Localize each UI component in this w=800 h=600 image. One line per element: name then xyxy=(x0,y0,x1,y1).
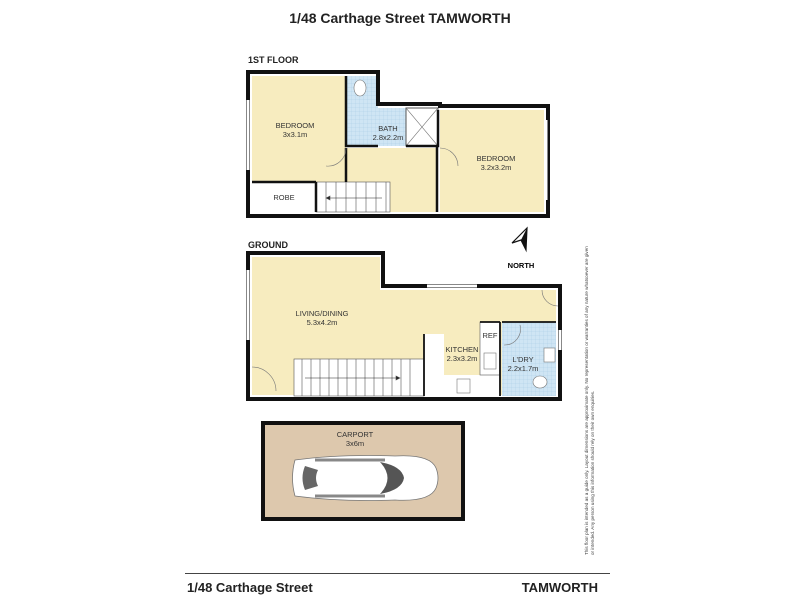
sink-icon xyxy=(456,378,471,394)
room-name: ROBE xyxy=(273,193,294,202)
bedroom-1 xyxy=(252,76,346,182)
tub-icon xyxy=(543,347,556,363)
car-icon xyxy=(292,455,439,501)
room-name: KITCHEN xyxy=(446,345,479,354)
north-label: NORTH xyxy=(508,261,535,270)
room-size: 3x3.1m xyxy=(283,130,308,139)
room-size: 2.2x1.7m xyxy=(508,364,539,373)
toilet-icon xyxy=(532,375,548,389)
disclaimer: This floor plan is intended as a guide o… xyxy=(584,246,595,555)
room-name: LIVING/DINING xyxy=(296,309,349,318)
ground-floor-label: GROUND xyxy=(248,240,288,250)
room-name: REF xyxy=(483,331,498,340)
room-name: BEDROOM xyxy=(477,154,516,163)
room-size: 2.3x3.2m xyxy=(447,354,478,363)
toilet-icon xyxy=(353,79,367,97)
room-name: BEDROOM xyxy=(276,121,315,130)
footer-divider xyxy=(185,573,610,574)
robe xyxy=(252,184,316,212)
first-floor-label: 1ST FLOOR xyxy=(248,55,299,65)
bath xyxy=(378,108,406,146)
room-size: 3.2x3.2m xyxy=(481,163,512,172)
plan-title: 1/48 Carthage Street TAMWORTH xyxy=(289,10,511,26)
north-arrow-icon xyxy=(511,226,528,253)
room-name: BATH xyxy=(378,124,397,133)
room-size: 5.3x4.2m xyxy=(307,318,338,327)
stairs-icon xyxy=(293,358,425,397)
carport: CARPORT 3x6m xyxy=(261,421,465,521)
stairs-icon xyxy=(315,181,391,213)
stove-icon xyxy=(483,352,497,370)
footer-address: 1/48 Carthage Street xyxy=(187,580,313,595)
ground-floor: LIVING/DINING 5.3x4.2m KITCHEN 2.3x3.2m … xyxy=(246,251,562,401)
first-floor: BEDROOM 3x3.1m BATH 2.8x2.2m BEDROOM 3.2… xyxy=(246,70,550,218)
room-size: 2.8x2.2m xyxy=(373,133,404,142)
room-name: L'DRY xyxy=(512,355,533,364)
footer-suburb: TAMWORTH xyxy=(521,580,598,595)
room-name: CARPORT xyxy=(337,430,374,439)
room-size: 3x6m xyxy=(346,439,364,448)
